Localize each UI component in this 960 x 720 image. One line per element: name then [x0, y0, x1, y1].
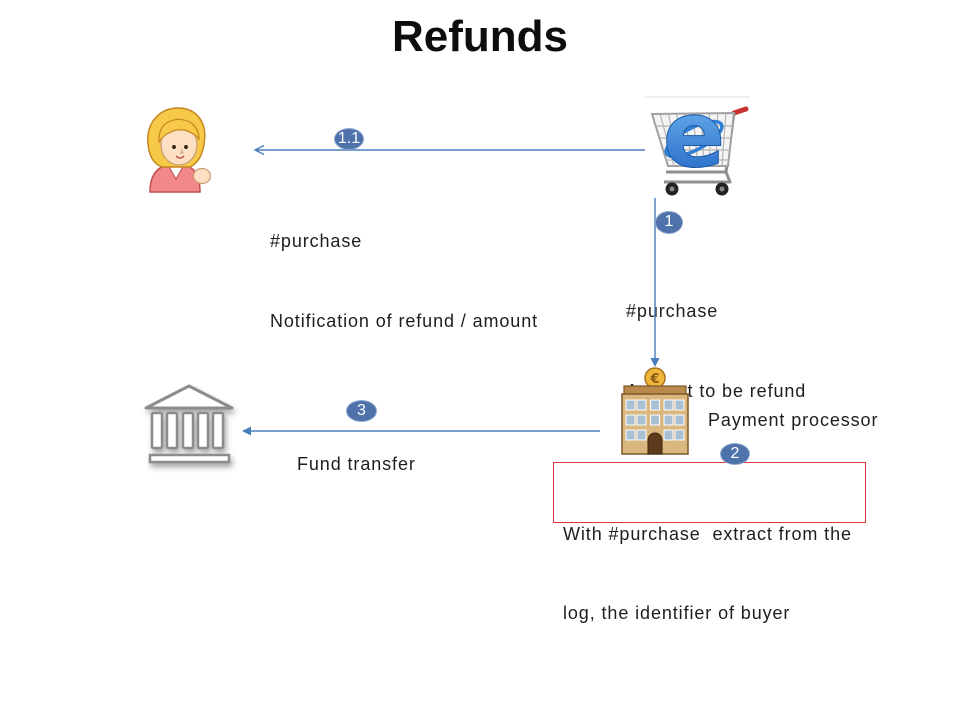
payment-processor-label: Payment processor: [708, 410, 879, 430]
arrow-merchant-to-buyer: [253, 144, 645, 156]
step-badge-1-1: 1.1: [334, 128, 364, 150]
step-badge-2: 2: [720, 443, 750, 465]
step-badge-1: 1: [655, 211, 683, 234]
step-1-line-1: #purchase: [626, 301, 719, 321]
step-3-label: Fund transfer: [297, 454, 416, 474]
page-title: Refunds: [392, 12, 568, 61]
payment-processor-building-icon: €: [620, 366, 690, 456]
step-2-line-2: log, the identifier of buyer: [563, 603, 791, 623]
merchant-logo-letter: e: [663, 96, 725, 188]
step-1-1-line-1: #purchase: [270, 231, 363, 251]
arrow-payment-processor-to-bank: [242, 426, 600, 436]
step-1-1-label: #purchase Notification of refund / amoun…: [270, 175, 538, 387]
step-2-note-box: With #purchase extract from the log, the…: [553, 462, 866, 623]
step-2-line-1: With #purchase extract from the: [563, 523, 852, 544]
step-1-1-line-2: Notification of refund / amount: [270, 310, 539, 331]
coin-euro-symbol: €: [649, 372, 659, 387]
step-badge-3: 3: [346, 400, 377, 422]
shopping-cart-icon: e: [642, 81, 752, 200]
bank-icon: [140, 382, 238, 472]
buyer-woman-icon: [140, 104, 214, 194]
